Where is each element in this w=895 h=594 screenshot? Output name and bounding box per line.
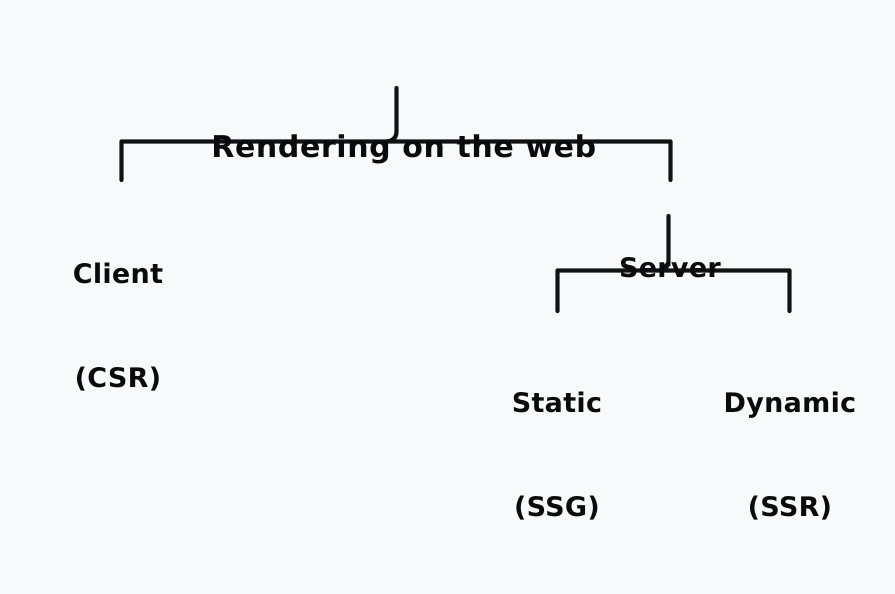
connector-lines [119,85,792,314]
node-client-sublabel: (CSR) [74,362,162,394]
node-server-label: Server [618,253,722,285]
root-node-label: Rendering on the web [211,129,597,165]
node-client-label: Client [72,259,164,291]
node-static: Static (SSG) [512,318,603,594]
node-client: Client (CSR) [73,189,164,465]
node-dynamic-label: Dynamic [723,388,857,420]
node-server: Server [619,183,721,356]
node-dynamic-sublabel: (SSR) [747,491,833,523]
node-static-sublabel: (SSG) [513,491,601,523]
node-static-label: Static [511,388,603,420]
page-title: Rendering on the web [211,52,596,244]
rendering-on-the-web-diagram: Rendering on the web Client (CSR) Server… [72,52,857,523]
node-dynamic: Dynamic (SSR) [724,318,857,594]
